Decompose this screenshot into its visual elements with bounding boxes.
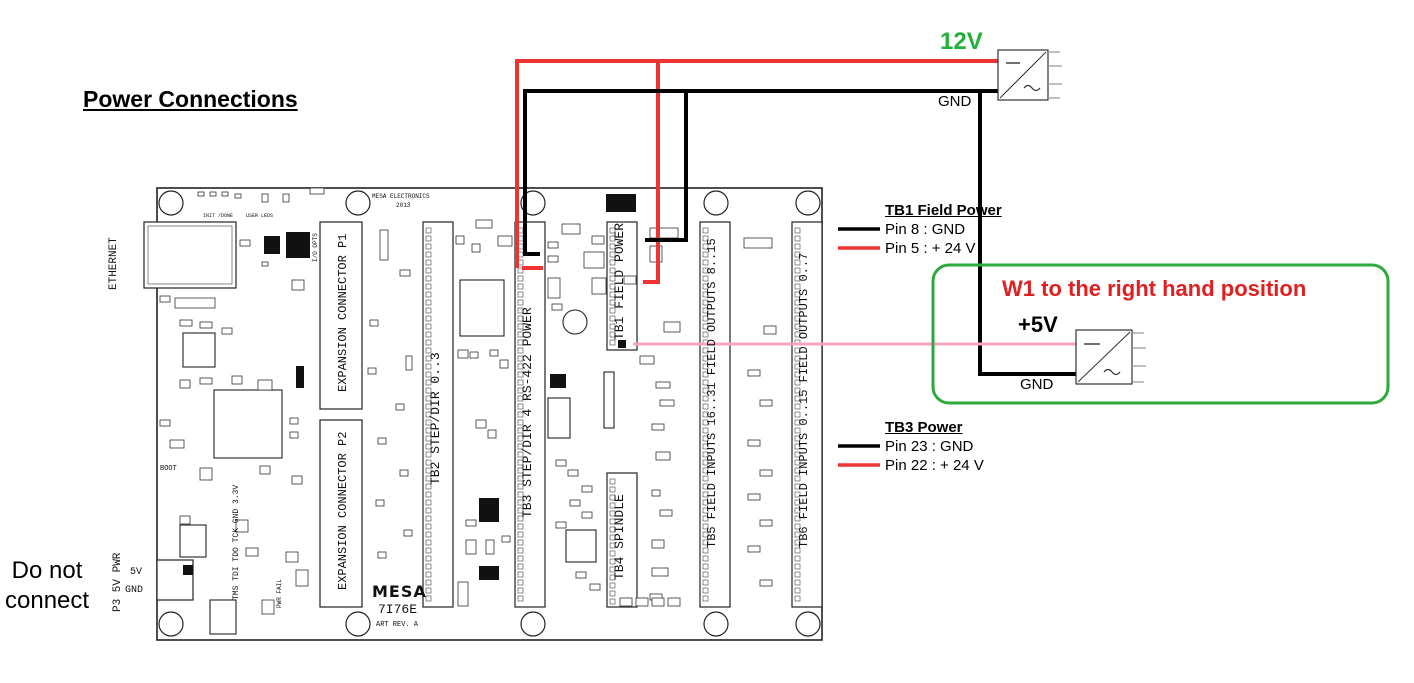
tb1-pin-pos: Pin 5 : + 24 V: [885, 240, 976, 257]
mesa-logo: MESA: [372, 582, 427, 601]
wire-gnd-tb3: [523, 89, 1000, 256]
ethernet-phy-chip: [182, 332, 216, 368]
supply-5v-gnd-label: GND: [1020, 376, 1054, 393]
tb6-label: TB6 FIELD INPUTS 0..15 FIELD OUTPUTS 0..…: [797, 252, 811, 548]
tb6-terminal-block: [791, 221, 823, 608]
rev-label: ART REV. A: [376, 621, 419, 629]
inductor-block: [459, 279, 505, 337]
page-title: Power Connections: [83, 86, 298, 112]
p3-label: P3 5V PWR: [112, 552, 124, 612]
pwr-fail-label: PWR FAIL: [276, 579, 283, 608]
tb3-terminal-block: [514, 221, 546, 608]
tb1-label: TB1 FIELD POWER: [612, 222, 627, 340]
capacitor-round: [562, 309, 588, 335]
w1-note-text: W1 to the right hand position: [1002, 276, 1307, 301]
expansion-connector-p1: [319, 221, 363, 410]
tb5-terminal-block: [699, 221, 731, 608]
p3-warning-line2: connect: [5, 587, 90, 614]
ethernet-label: ETHERNET: [108, 237, 120, 290]
tb3-label: TB3 STEP/DIR 4 RS-422 POWER: [520, 307, 535, 518]
p3-5v-power-connector: [156, 559, 194, 601]
tb1-pin-gnd: Pin 8 : GND: [885, 221, 966, 238]
p3-5v-label: 5V: [130, 567, 143, 578]
ethernet-jack: [143, 221, 237, 289]
tb3-heading: TB3 Power: [885, 419, 963, 436]
p3-connector-housing: [209, 599, 237, 635]
smd-components: [159, 187, 777, 615]
tb-legend-swatches: [838, 227, 880, 467]
w1-note-box: [931, 263, 1390, 405]
supply-5v-label: +5V: [1018, 312, 1058, 337]
tb1-heading: TB1 Field Power: [885, 202, 1002, 219]
tb2-terminal-block: [422, 221, 454, 608]
regulator-block: [179, 524, 207, 558]
mesa-7i76e-board: [143, 187, 823, 641]
wire-12v-tb3: [515, 59, 998, 268]
field-ic: [603, 371, 615, 429]
tb3-pin-gnd: Pin 23 : GND: [885, 438, 974, 455]
power-supply-12v-symbol: [997, 49, 1062, 101]
model-label: 7I76E: [378, 602, 418, 617]
wire-12v-tb1: [643, 61, 660, 284]
tb4-label: TB4 SPINDLE: [612, 494, 627, 580]
wire-gnd-common: [978, 91, 1078, 376]
power-supply-5v-symbol: [1075, 329, 1146, 385]
year-label: 2013: [396, 202, 411, 209]
fpga-chip: [213, 389, 283, 459]
tb2-label: TB2 STEP/DIR 0..3: [428, 352, 443, 485]
p3-warning-line1: Do not: [11, 557, 83, 584]
spindle-ic: [565, 529, 597, 563]
maker-label: MESA ELECTRONICS: [372, 193, 430, 200]
crystal-oscillator: [547, 397, 571, 439]
supply-12v-gnd-label: GND: [938, 93, 972, 110]
jumpers: [264, 194, 636, 580]
expansion-p1-label: EXPANSION CONNECTOR P1: [336, 233, 350, 392]
mounting-holes: [158, 190, 821, 637]
p3-gnd-label: GND: [125, 585, 144, 596]
tb1-terminal-block: [606, 221, 638, 351]
init-done-label: INIT /DONE: [203, 213, 234, 219]
expansion-connector-p2: [319, 419, 363, 608]
io-opts-label: I/O OPTS: [312, 233, 319, 262]
wire-gnd-tb1: [645, 91, 688, 242]
tb5-label: TB5 FIELD INPUTS 16..31 FIELD OUTPUTS 8.…: [705, 238, 719, 548]
supply-12v-wiring: [515, 59, 1078, 376]
terminal-pins: [425, 227, 801, 605]
supply-12v-label: 12V: [940, 28, 983, 55]
user-leds-label: USER LEDS: [246, 213, 274, 219]
expansion-p2-label: EXPANSION CONNECTOR P2: [336, 431, 350, 590]
boot-label: BOOT: [160, 465, 177, 473]
jtag-label: TMS TDI TDO TCK GND 3.3V: [232, 484, 241, 600]
p3-warning: Do not connect: [5, 556, 89, 616]
tb3-pin-pos: Pin 22 : + 24 V: [885, 457, 984, 474]
